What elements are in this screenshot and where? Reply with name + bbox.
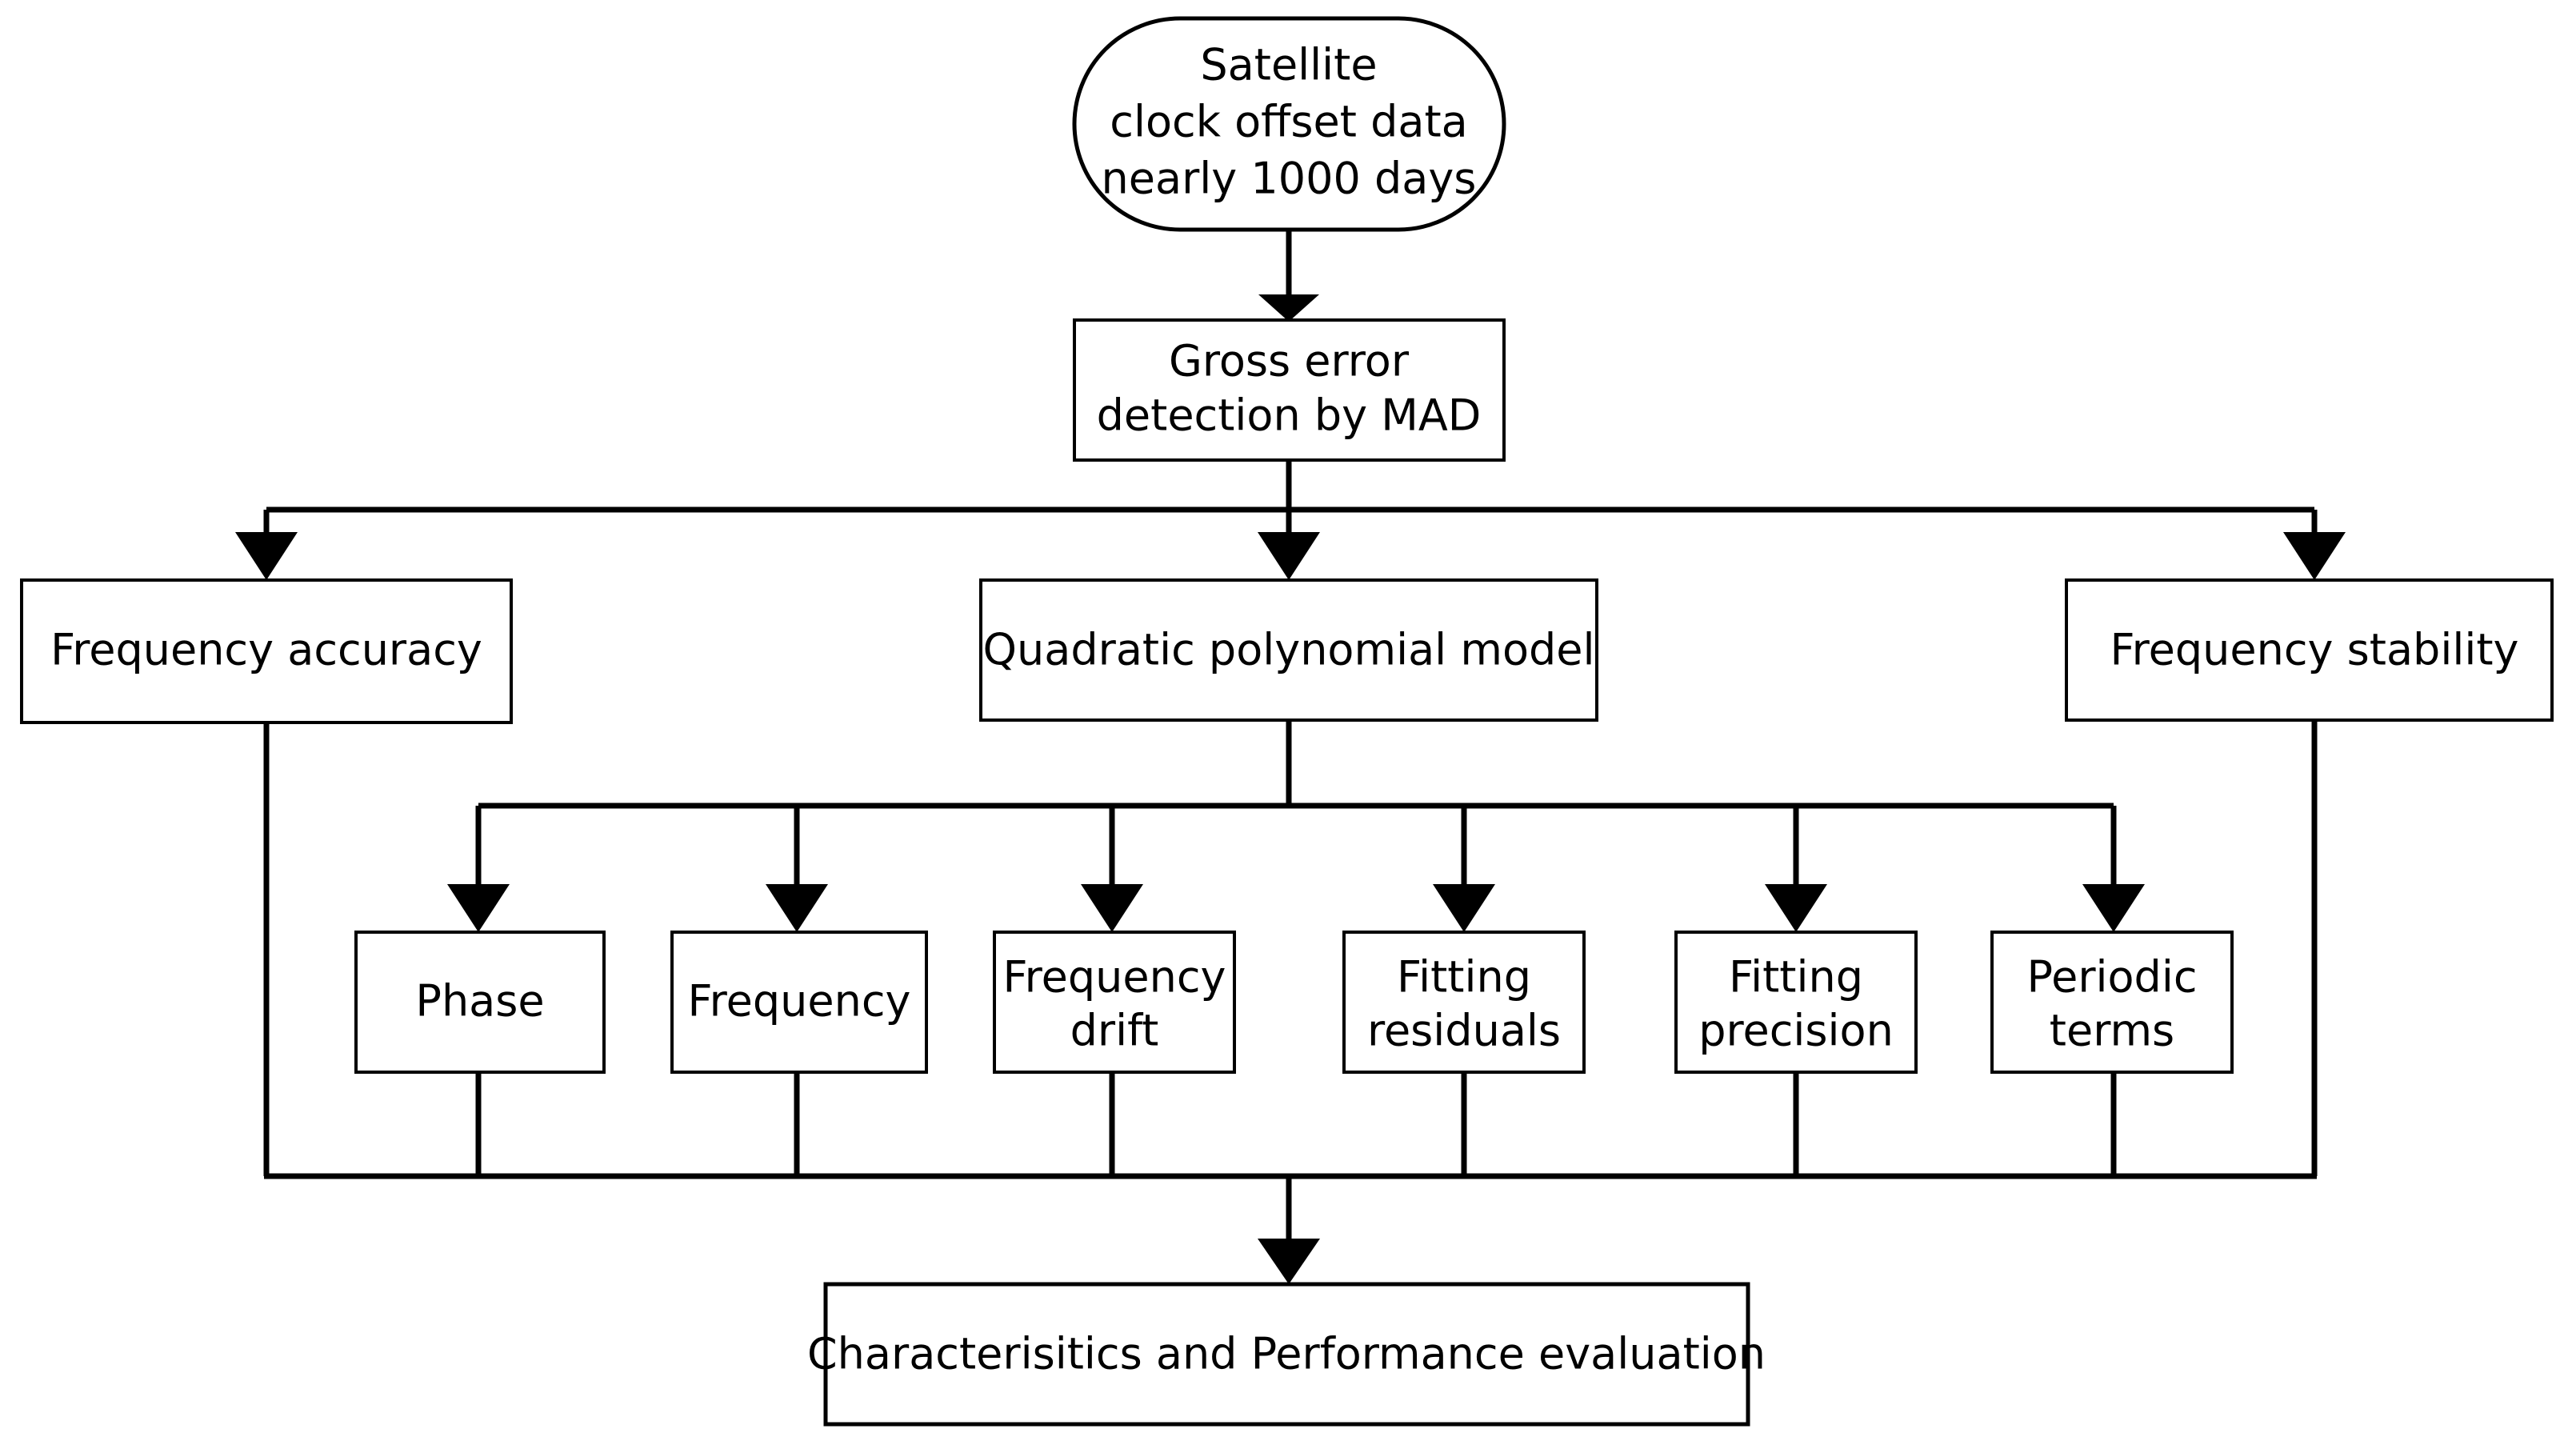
node-frequency[interactable]: Frequency — [670, 931, 928, 1074]
node-frequency-stability[interactable]: Frequency stability — [2065, 578, 2554, 722]
edge-bus-to-frequency-drift — [1081, 806, 1143, 932]
node-gross-error-line-2: detection by MAD — [1097, 390, 1482, 441]
node-frequency-accuracy-label: Frequency accuracy — [50, 625, 482, 675]
node-source-line-3: nearly 1000 days — [1102, 154, 1477, 204]
edge-bus-to-fitting-precision — [1765, 806, 1827, 932]
arrowhead-icon — [1258, 532, 1320, 580]
node-phase[interactable]: Phase — [354, 931, 606, 1074]
edge-bus-to-quadratic-model — [1258, 510, 1320, 580]
edge-bus-to-periodic-terms — [2082, 806, 2145, 932]
arrowhead-icon — [766, 884, 828, 932]
node-fitting-precision-line-2: precision — [1698, 1006, 1894, 1056]
edge-bus-to-frequency — [766, 806, 828, 932]
node-gross-error[interactable]: Gross error detection by MAD — [1073, 318, 1506, 462]
node-quadratic-model[interactable]: Quadratic polynomial model — [979, 578, 1598, 722]
node-source[interactable]: Satellite clock offset data nearly 1000 … — [1072, 16, 1506, 232]
node-frequency-drift-line-1: Frequency — [1003, 952, 1226, 1003]
node-periodic-terms-line-1: Periodic — [2026, 952, 2197, 1003]
node-source-line-1: Satellite — [1200, 40, 1377, 90]
edge-bus-to-frequency-stability — [2283, 510, 2346, 580]
node-fitting-precision-line-1: Fitting — [1729, 952, 1863, 1003]
node-fitting-precision[interactable]: Fitting precision — [1674, 931, 1918, 1074]
arrowhead-icon — [2283, 532, 2346, 580]
edge-quadratic-model-bus — [478, 720, 2114, 809]
arrowhead-icon — [447, 884, 510, 932]
node-evaluation[interactable]: Characterisitics and Performance evaluat… — [807, 1282, 1766, 1427]
arrowhead-icon — [1258, 294, 1319, 322]
node-frequency-stability-label: Frequency stability — [2110, 625, 2519, 675]
edge-bus-to-fitting-residuals — [1433, 806, 1495, 932]
edge-gross-error-bus — [266, 460, 2314, 513]
arrowhead-icon — [1765, 884, 1827, 932]
node-frequency-accuracy[interactable]: Frequency accuracy — [20, 578, 513, 724]
edge-source-to-gross-error — [1258, 230, 1319, 322]
arrowhead-icon — [235, 532, 298, 580]
node-phase-label: Phase — [415, 976, 544, 1027]
node-frequency-drift-line-2: drift — [1070, 1006, 1159, 1056]
node-periodic-terms-line-2: terms — [2050, 1006, 2174, 1056]
node-gross-error-line-1: Gross error — [1169, 336, 1410, 386]
node-fitting-residuals[interactable]: Fitting residuals — [1342, 931, 1586, 1074]
arrowhead-icon — [1433, 884, 1495, 932]
node-fitting-residuals-line-1: Fitting — [1397, 952, 1531, 1003]
arrowhead-icon — [2082, 884, 2145, 932]
node-periodic-terms[interactable]: Periodic terms — [1990, 931, 2234, 1074]
node-evaluation-label: Characterisitics and Performance evaluat… — [807, 1329, 1766, 1379]
node-source-line-2: clock offset data — [1110, 97, 1467, 147]
node-fitting-residuals-line-2: residuals — [1367, 1006, 1561, 1056]
edge-bus-to-evaluation — [1258, 1176, 1320, 1284]
arrowhead-icon — [1081, 884, 1143, 932]
node-quadratic-model-label: Quadratic polynomial model — [983, 625, 1595, 675]
node-frequency-label: Frequency — [688, 976, 911, 1027]
node-frequency-drift[interactable]: Frequency drift — [993, 931, 1236, 1074]
edge-bus-to-phase — [447, 806, 510, 932]
arrowhead-icon — [1258, 1239, 1320, 1284]
edge-bus-to-frequency-accuracy — [235, 510, 298, 580]
